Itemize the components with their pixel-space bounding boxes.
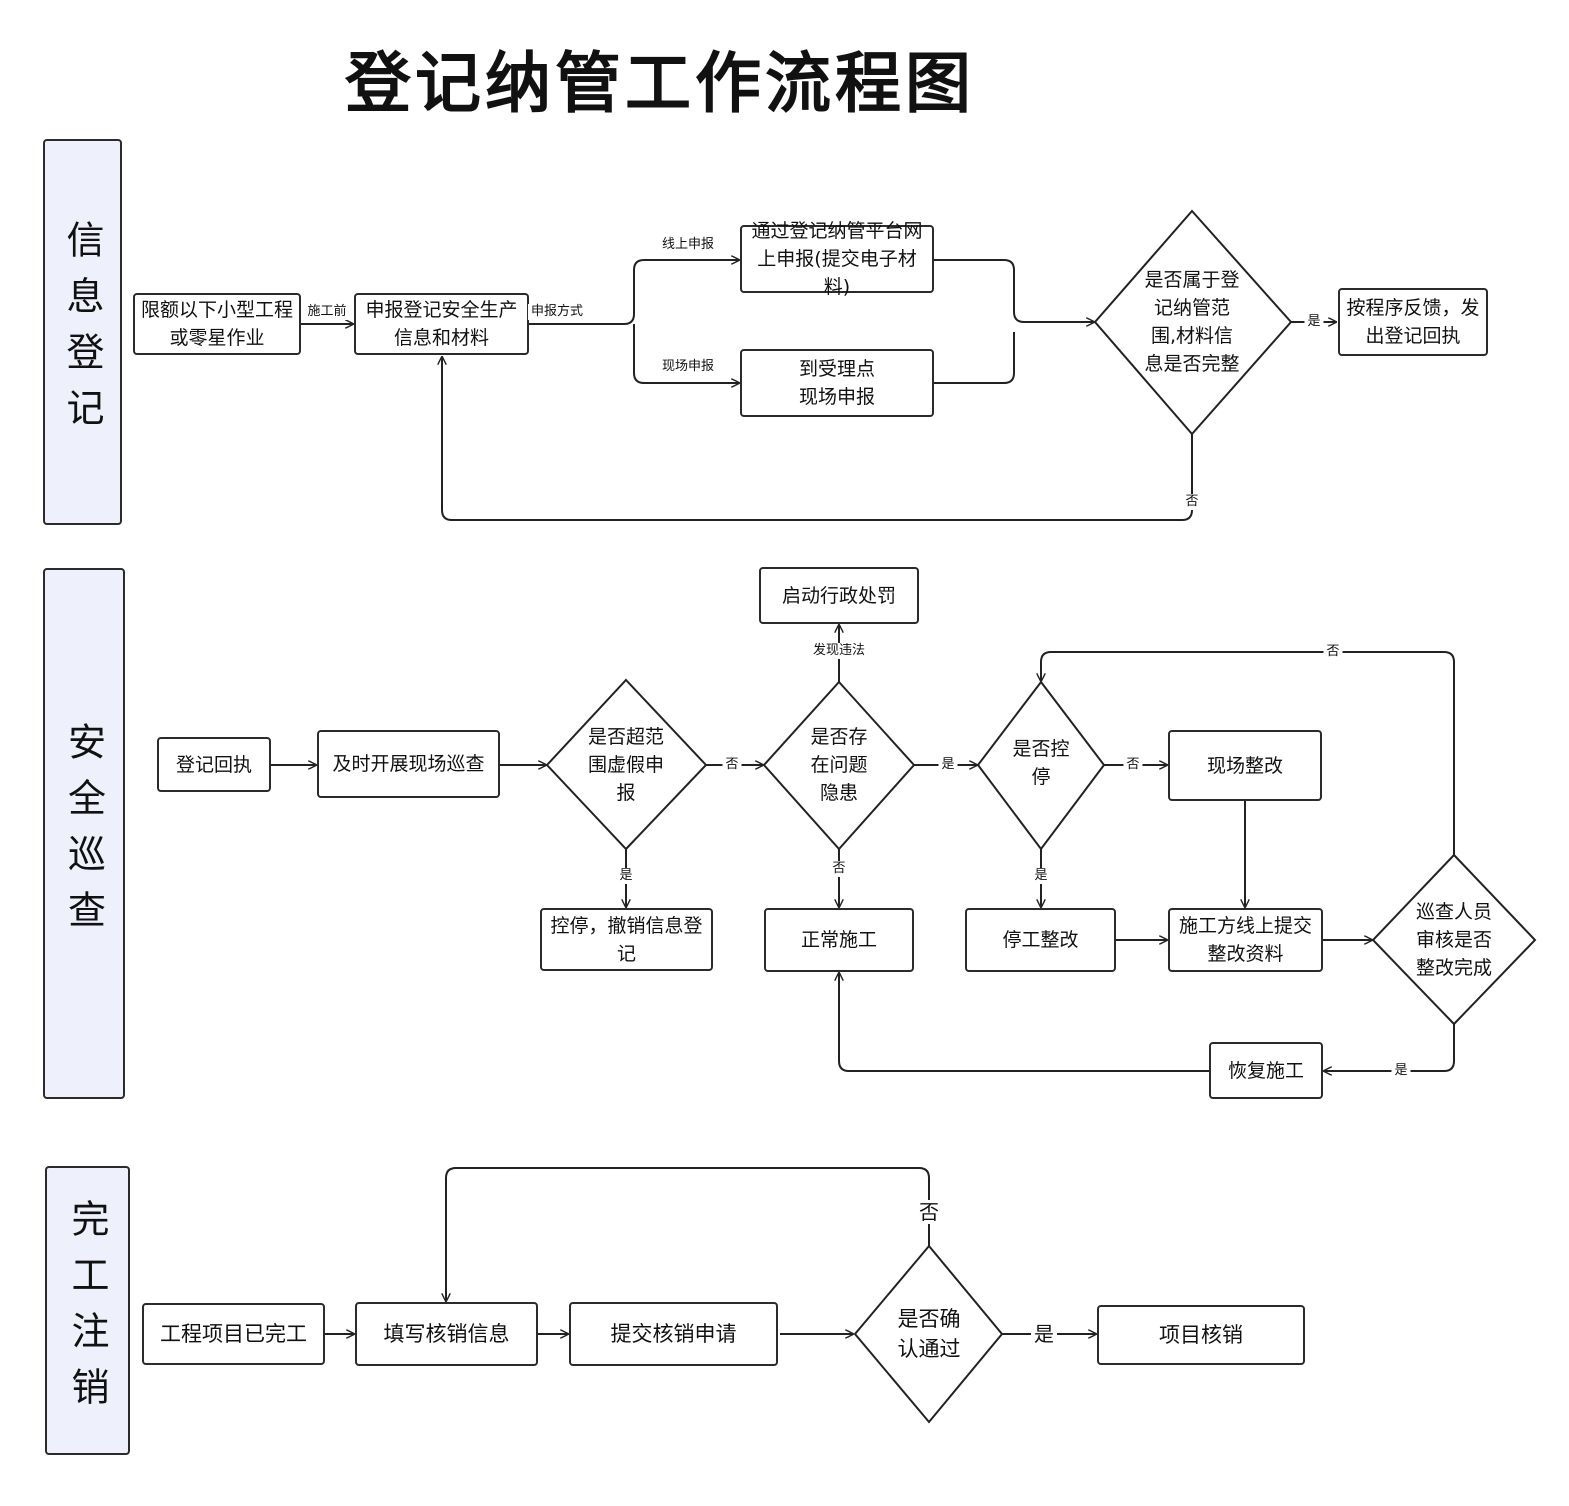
- page-title: 登记纳管工作流程图: [345, 45, 975, 122]
- edge-label-before-construction: 施工前: [304, 304, 350, 320]
- stop-revoke-box: 控停，撤销信息登 记: [540, 908, 713, 971]
- edge-label-false-no: 否: [722, 757, 742, 773]
- small-project-box: 限额以下小型工程 或零星作业: [133, 293, 301, 355]
- edge-confirm-no: [446, 1167, 930, 1301]
- edge-label-confirm-no: 否: [916, 1200, 942, 1224]
- lane-cancellation: 完工注销: [45, 1166, 130, 1455]
- submit-cancel-box: 提交核销申请: [569, 1302, 778, 1366]
- lane-label-registration: 信息登记: [60, 220, 104, 444]
- edge-label-stop-no: 否: [1123, 757, 1143, 773]
- diamond-confirm: [853, 1244, 1004, 1424]
- receipt-box: 登记回执: [157, 737, 271, 792]
- edge-split-onsite: [633, 324, 739, 383]
- edge-label-hazard-yes: 是: [938, 757, 958, 773]
- stop-rectify-box: 停工整改: [965, 908, 1116, 972]
- feedback-receipt-box: 按程序反馈，发 出登记回执: [1338, 288, 1488, 356]
- edge-review-no: [1041, 651, 1455, 855]
- lane-registration: 信息登记: [43, 139, 122, 525]
- patrol-box: 及时开展现场巡查: [317, 730, 500, 798]
- lane-inspection: 安全巡查: [43, 568, 125, 1099]
- normal-construction-box: 正常施工: [764, 908, 914, 972]
- edge-label-found-violation: 发现违法: [809, 643, 869, 659]
- online-submit-box: 通过登记纳管平台网 上申报(提交电子材料): [740, 220, 934, 298]
- edge-label-onsite: 现场申报: [658, 359, 718, 375]
- edge-scope-no: [442, 357, 1193, 521]
- false-report-check-text: 是否超范 围虚假申 报: [587, 726, 664, 804]
- lane-label-cancellation: 完工注销: [65, 1198, 109, 1423]
- edge-label-review-no: 否: [1323, 644, 1343, 660]
- edge-label-scope-no: 否: [1182, 494, 1202, 510]
- submit-rectify-docs-box: 施工方线上提交 整改资料: [1168, 908, 1323, 972]
- onsite-submit-box: 到受理点 现场申报: [740, 349, 934, 417]
- lane-label-inspection: 安全巡查: [61, 721, 106, 946]
- scope-check-text: 是否属于登 记纳管范 围,材料信 息是否完整: [1144, 269, 1240, 375]
- edge-label-false-yes: 是: [616, 868, 636, 884]
- edge-onsite-merge: [934, 332, 1015, 384]
- project-cancel-box: 项目核销: [1097, 1305, 1305, 1365]
- edge-label-hazard-no: 否: [829, 861, 849, 877]
- onsite-rectify-box: 现场整改: [1168, 730, 1322, 801]
- review-check-text: 巡查人员 审核是否 整改完成: [1415, 901, 1492, 979]
- admin-penalty-box: 启动行政处罚: [759, 567, 919, 624]
- edge-label-review-yes: 是: [1391, 1063, 1411, 1079]
- hazard-check-text: 是否存 在问题 隐患: [810, 726, 868, 804]
- confirm-check-text: 是否确 认通过: [897, 1307, 961, 1361]
- declare-info-box: 申报登记安全生产 信息和材料: [354, 293, 529, 355]
- stop-check-text: 是否控 停: [1012, 738, 1070, 788]
- edge-label-scope-yes: 是: [1304, 314, 1324, 330]
- resume-box: 恢复施工: [1209, 1042, 1323, 1099]
- edge-resume-normal: [839, 973, 1209, 1072]
- fill-cancel-info-box: 填写核销信息: [355, 1302, 538, 1366]
- project-done-box: 工程项目已完工: [142, 1303, 325, 1365]
- edge-label-confirm-yes: 是: [1031, 1322, 1057, 1346]
- edge-review-yes: [1324, 1024, 1455, 1071]
- edge-label-online: 线上申报: [658, 237, 718, 253]
- edge-online-merge: [934, 259, 1094, 322]
- edge-label-stop-yes: 是: [1031, 868, 1051, 884]
- edge-declare-split: [529, 260, 739, 325]
- edge-label-declare-method: 申报方式: [527, 304, 587, 320]
